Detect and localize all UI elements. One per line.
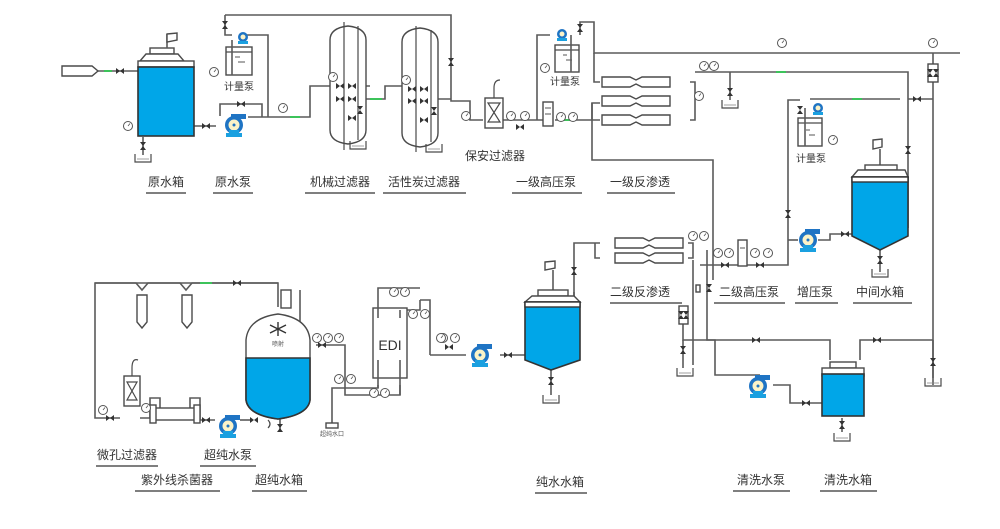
dosing-pump-2 — [540, 24, 583, 73]
mechanical-filter — [328, 22, 367, 150]
microporous-filter — [98, 280, 241, 421]
label-dosing-pump-2: 计量泵 — [550, 75, 580, 88]
ultrapure-tank: 喷射 — [245, 289, 344, 432]
intermediate-tank — [841, 138, 911, 278]
outlet-label: 超纯水口 — [320, 430, 344, 438]
label-booster-pump: 增压泵 — [797, 285, 833, 299]
edi-unit: EDI 超纯水口 — [320, 287, 446, 438]
ultrapure-pump — [202, 414, 258, 439]
label-raw-water-pump: 原水泵 — [215, 175, 251, 189]
spray-label: 喷射 — [272, 340, 284, 348]
label-uv-sterilizer: 紫外线杀菌器 — [141, 472, 213, 487]
uv-sterilizer — [149, 404, 201, 424]
label-stage1-ro: 一级反渗透 — [610, 174, 670, 189]
pure-water-pump — [438, 333, 493, 368]
label-cleaning-pump: 清洗水泵 — [737, 473, 785, 487]
dosing-pump-3 — [785, 102, 838, 218]
label-cleaning-tank: 清洗水箱 — [824, 472, 872, 487]
activated-carbon-filter — [401, 26, 454, 153]
raw-water-pump — [202, 101, 288, 138]
stage2-hp-pump — [713, 239, 773, 268]
label-microporous-filter: 微孔过滤器 — [97, 448, 157, 462]
label-ultrapure-tank: 超纯水箱 — [255, 472, 303, 487]
label-pure-water-tank: 纯水水箱 — [536, 474, 584, 489]
label-stage1-hp-pump: 一级高压泵 — [516, 174, 576, 189]
raw-water-tank — [61, 32, 195, 163]
label-raw-water-tank: 原水箱 — [148, 174, 184, 189]
label-dosing-pump-3: 计量泵 — [796, 152, 826, 165]
security-filter — [461, 79, 530, 130]
stage2-ro — [571, 231, 942, 387]
label-security-filter: 保安过滤器 — [465, 148, 525, 163]
booster-pump — [798, 228, 821, 253]
labels: 原水箱 原水泵 机械过滤器 活性炭过滤器 保安过滤器 一级高压泵 一级反渗透 计… — [96, 75, 912, 494]
pure-water-tank — [504, 260, 582, 404]
label-ultrapure-pump: 超纯水泵 — [204, 447, 252, 462]
stage1-hp-pump — [542, 101, 578, 127]
label-mechanical-filter: 机械过滤器 — [310, 174, 370, 189]
stage1-ro — [601, 38, 939, 126]
cleaning-system — [748, 361, 865, 442]
label-dosing-pump-1: 计量泵 — [224, 80, 254, 93]
label-stage2-hp-pump: 二级高压泵 — [719, 284, 779, 299]
label-intermediate-tank: 中间水箱 — [856, 284, 904, 299]
label-activated-carbon-filter: 活性炭过滤器 — [388, 175, 460, 189]
edi-label: EDI — [378, 337, 401, 353]
label-stage2-ro: 二级反渗透 — [610, 284, 670, 299]
dosing-pump-1 — [209, 21, 253, 77]
